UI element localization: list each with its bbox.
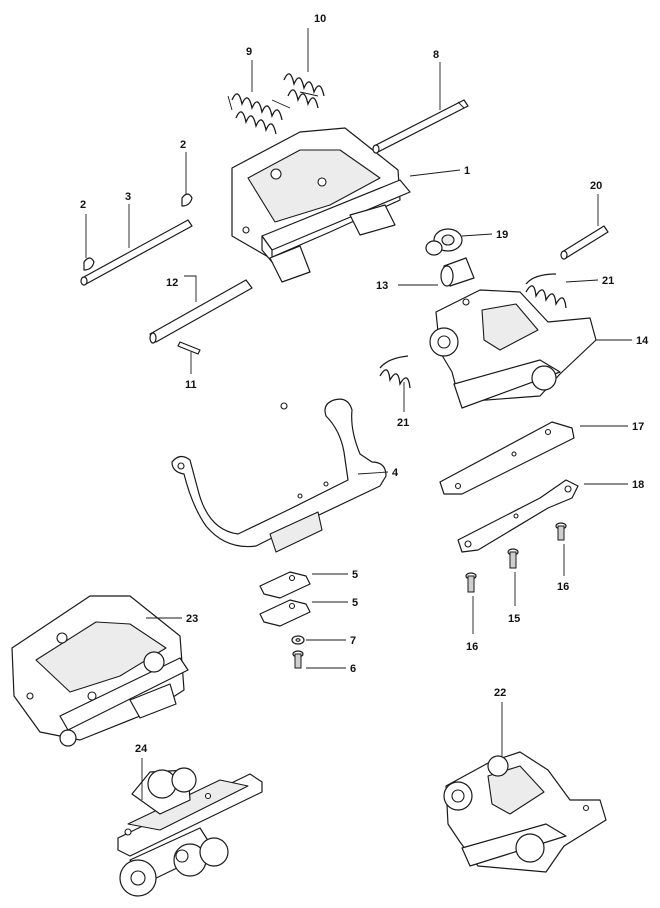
part-3-pin	[80, 219, 193, 286]
callout-12: 12	[166, 277, 178, 289]
part-23-housing	[11, 595, 189, 747]
part-16-screw-left	[465, 572, 477, 593]
callout-5-bottom: 5	[352, 597, 358, 609]
callout-21-top: 21	[602, 275, 614, 287]
callout-1: 1	[464, 165, 470, 177]
callout-17: 17	[632, 421, 644, 433]
part-2-clip-right	[181, 193, 193, 207]
part-2-clip-left	[83, 257, 95, 271]
part-7-washer	[291, 635, 305, 645]
callout-13: 13	[376, 280, 388, 292]
part-20-screw	[560, 225, 609, 260]
part-24-carriage-assembly	[117, 767, 263, 897]
part-12-pin	[149, 279, 253, 344]
part-5-clip-bottom	[259, 599, 311, 627]
part-14-carriage	[429, 289, 597, 409]
callout-2-left: 2	[80, 199, 86, 211]
part-10-spring	[283, 73, 325, 109]
callout-20: 20	[590, 180, 602, 192]
part-1-housing	[231, 127, 411, 283]
callout-10: 10	[314, 13, 326, 25]
part-6-screw	[292, 650, 304, 669]
part-21-spring-top	[525, 273, 567, 309]
callout-24: 24	[135, 743, 148, 755]
part-19-bushing	[425, 228, 463, 256]
callout-2-right: 2	[180, 139, 186, 151]
part-18-plate	[457, 479, 579, 553]
callout-22: 22	[494, 687, 506, 699]
callout-3: 3	[125, 191, 131, 203]
part-4-bracket	[171, 398, 387, 553]
part-8-rod	[372, 99, 469, 154]
callout-9: 9	[246, 46, 252, 58]
part-9-spring	[227, 93, 291, 135]
part-17-plate	[439, 421, 575, 495]
callout-16-left: 16	[466, 641, 478, 653]
part-21-spring-bottom	[379, 355, 411, 389]
callout-8: 8	[433, 49, 439, 61]
callout-5-top: 5	[352, 569, 358, 581]
part-22-carriage	[443, 751, 607, 873]
callout-4: 4	[392, 467, 399, 479]
callout-14: 14	[636, 335, 649, 347]
callout-19: 19	[496, 229, 508, 241]
part-13-sleeve	[440, 257, 475, 287]
callout-6: 6	[350, 663, 356, 675]
callout-21-bottom: 21	[397, 417, 409, 429]
part-16-screw-right	[555, 522, 567, 541]
part-5-clip-top	[259, 571, 311, 599]
callout-23: 23	[186, 613, 198, 625]
callout-7: 7	[350, 635, 356, 647]
part-15-screw	[507, 548, 519, 569]
callout-16-right: 16	[557, 581, 569, 593]
callout-18: 18	[632, 479, 644, 491]
part-11-small-pin	[177, 341, 201, 355]
callout-15: 15	[508, 613, 520, 625]
callout-11: 11	[185, 379, 197, 391]
